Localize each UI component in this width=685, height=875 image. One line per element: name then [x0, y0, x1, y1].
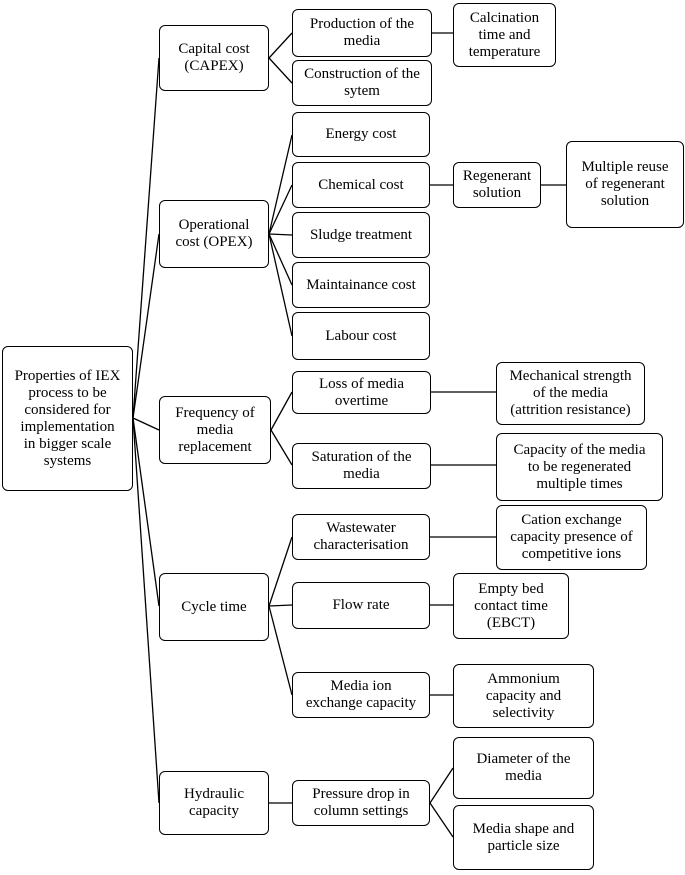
node-production: Production of the media [292, 9, 432, 57]
node-ammonium: Ammonium capacity and selectivity [453, 664, 594, 728]
node-calcination: Calcination time and temperature [453, 3, 556, 67]
connector [268, 233, 293, 337]
node-hydraulic: Hydraulic capacity [159, 771, 269, 835]
node-labour: Labour cost [292, 312, 430, 360]
node-construction: Construction of the sytem [292, 60, 432, 106]
connector [132, 417, 160, 804]
connector [132, 233, 160, 419]
node-loss: Loss of media overtime [292, 371, 431, 414]
node-wastewater: Wastewater characterisation [292, 514, 430, 560]
node-diameter: Diameter of the media [453, 737, 594, 799]
node-maintainance: Maintainance cost [292, 262, 430, 308]
connector [429, 767, 454, 804]
connector [132, 57, 160, 419]
node-mechanical: Mechanical strength of the media (attrit… [496, 362, 645, 425]
connector [268, 32, 293, 59]
node-opex: Operational cost (OPEX) [159, 200, 269, 268]
connector [268, 184, 293, 235]
node-chemical: Chemical cost [292, 162, 430, 208]
connector [268, 134, 293, 235]
connector [268, 605, 293, 696]
node-shape: Media shape and particle size [453, 805, 594, 870]
node-regenerant: Regenerant solution [453, 162, 541, 208]
node-energy: Energy cost [292, 112, 430, 157]
node-flow-rate: Flow rate [292, 582, 430, 629]
connector [268, 57, 293, 84]
node-saturation: Saturation of the media [292, 443, 431, 489]
connector [268, 233, 293, 236]
connector [268, 604, 293, 607]
node-sludge: Sludge treatment [292, 212, 430, 258]
node-media-ion: Media ion exchange capacity [292, 672, 430, 718]
connector [270, 429, 293, 466]
connector [429, 802, 454, 838]
node-root: Properties of IEX process to be consider… [2, 346, 133, 491]
connector [132, 417, 160, 431]
node-reuse: Multiple reuse of regenerant solution [566, 141, 684, 228]
node-capex: Capital cost (CAPEX) [159, 25, 269, 91]
connector [270, 391, 293, 431]
connector [268, 536, 293, 607]
connector [268, 233, 293, 286]
node-capacity-regen: Capacity of the media to be regenerated … [496, 433, 663, 501]
node-ebct: Empty bed contact time (EBCT) [453, 573, 569, 639]
node-pressure: Pressure drop in column settings [292, 780, 430, 826]
connector [132, 417, 160, 607]
node-cycle-time: Cycle time [159, 573, 269, 641]
node-cation: Cation exchange capacity presence of com… [496, 505, 647, 570]
node-frequency: Frequency of media replacement [159, 396, 271, 464]
